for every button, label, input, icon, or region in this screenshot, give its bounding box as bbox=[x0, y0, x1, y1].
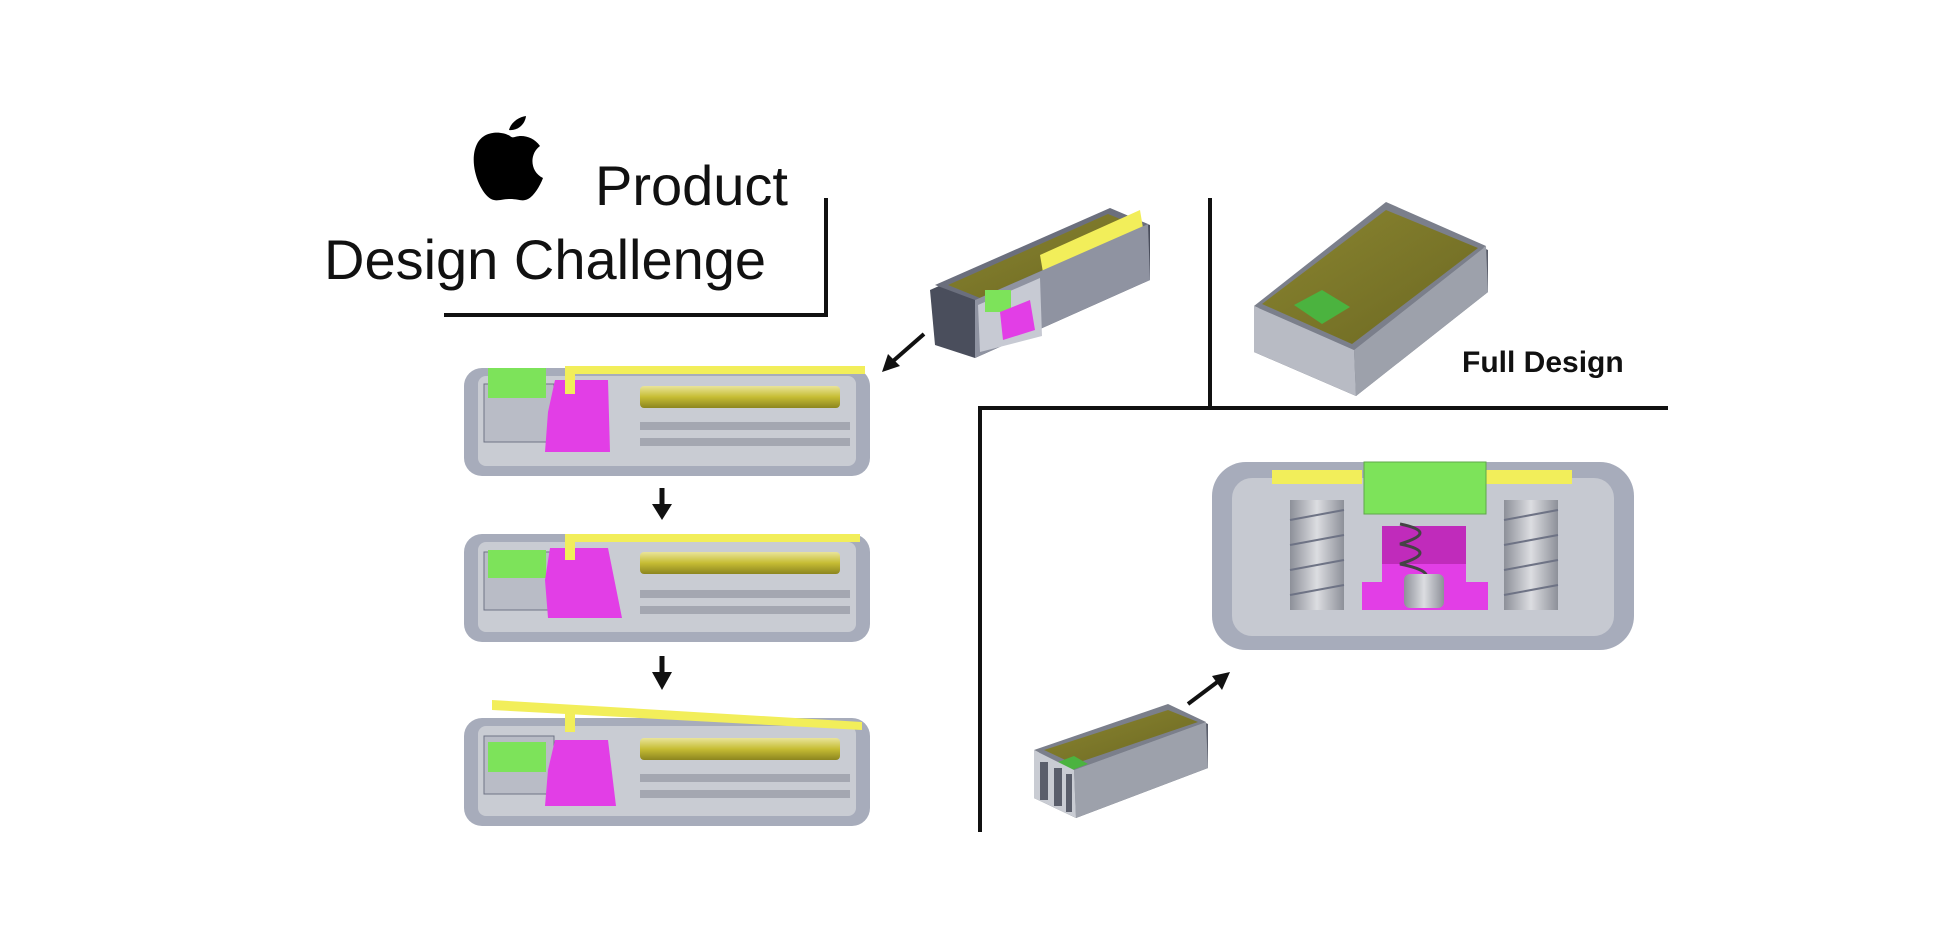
title-line-2: Design Challenge bbox=[324, 228, 767, 291]
isometric-cutaway-device bbox=[930, 208, 1150, 358]
enlarged-cross-section bbox=[1212, 461, 1634, 650]
down-arrow-icon bbox=[652, 656, 672, 690]
title-line-1: Product bbox=[595, 154, 788, 217]
apple-logo bbox=[473, 116, 543, 201]
full-design-label: Full Design bbox=[1462, 346, 1624, 379]
cross-section-state-3 bbox=[464, 700, 870, 826]
diagonal-arrow-icon bbox=[882, 332, 926, 372]
cross-section-state-2 bbox=[464, 534, 870, 642]
down-arrow-icon bbox=[652, 488, 672, 520]
full-design-render bbox=[1254, 202, 1488, 396]
cross-section-state-1 bbox=[464, 366, 870, 476]
small-isometric-device bbox=[1034, 704, 1208, 818]
section-dividers bbox=[978, 198, 1668, 832]
title-bracket bbox=[444, 198, 828, 317]
title-block: Product Design Challenge bbox=[320, 100, 840, 320]
diagonal-arrow-icon bbox=[1186, 672, 1230, 706]
